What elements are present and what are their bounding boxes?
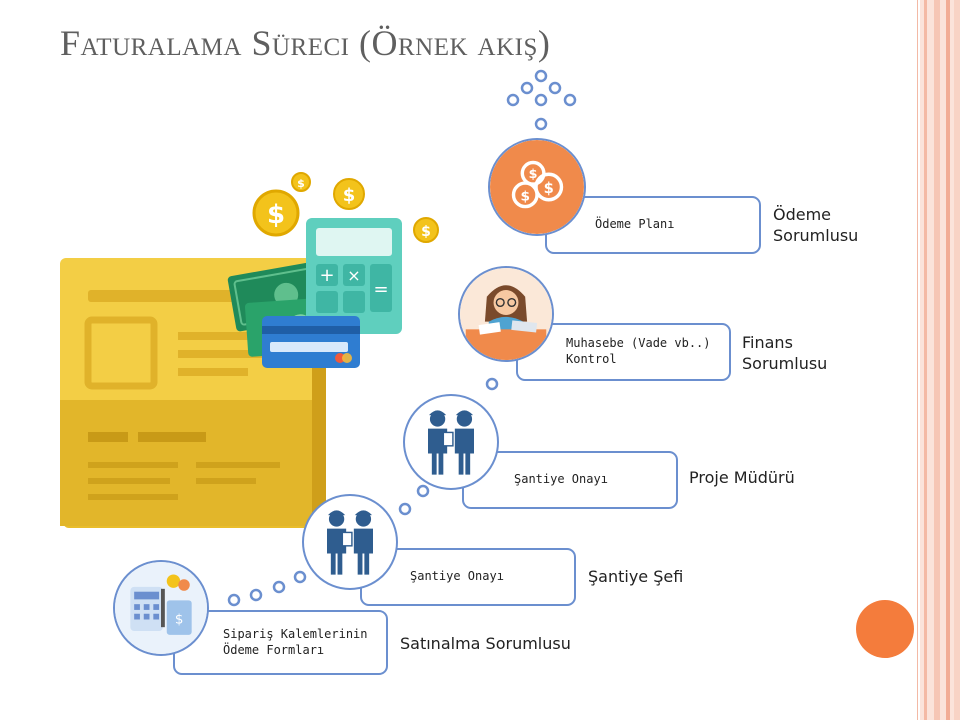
step-role-5: Ödeme Sorumlusu (773, 205, 859, 245)
slide-title: Faturalama Süreci (Örnek akış) (60, 23, 551, 63)
step-text: Şantiye Onayı (514, 472, 608, 487)
workers-icon (302, 494, 398, 590)
step-text: Sipariş Kalemlerinin Ödeme Formları (223, 626, 368, 657)
decorative-orange-circle (856, 600, 914, 658)
svg-text:×: × (347, 266, 360, 285)
workers-icon (403, 394, 499, 490)
calculator-cash-icon: $ (113, 560, 209, 656)
step-role-4: Finans Sorumlusu (742, 333, 828, 373)
step-box-4: Muhasebe (Vade vb..) Kontrol (516, 323, 731, 381)
step-text: Ödeme Planı (595, 217, 675, 232)
svg-text:$: $ (267, 200, 285, 230)
step-role-2: Şantiye Şefi (588, 567, 684, 586)
step-text: Muhasebe (Vade vb..) Kontrol (566, 336, 711, 366)
decorative-side-stripes (920, 0, 960, 720)
step-box-2: Şantiye Onayı (360, 548, 576, 606)
step-box-1: Sipariş Kalemlerinin Ödeme Formları (173, 610, 388, 675)
coins-icon: $ $ $ (488, 138, 586, 236)
slide-border (917, 0, 918, 720)
svg-text:+: + (319, 265, 334, 286)
svg-text:$: $ (421, 224, 431, 240)
svg-text:$: $ (343, 185, 356, 206)
step-role-3: Proje Müdürü (689, 468, 795, 487)
svg-text:$: $ (297, 177, 305, 190)
svg-text:$: $ (529, 166, 538, 181)
accountant-icon (458, 266, 554, 362)
step-role-1: Satınalma Sorumlusu (400, 634, 571, 653)
svg-text:$: $ (544, 180, 554, 197)
svg-text:=: = (373, 279, 388, 300)
svg-text:$: $ (175, 612, 184, 627)
svg-text:$: $ (520, 189, 530, 205)
step-text: Şantiye Onayı (410, 569, 504, 584)
